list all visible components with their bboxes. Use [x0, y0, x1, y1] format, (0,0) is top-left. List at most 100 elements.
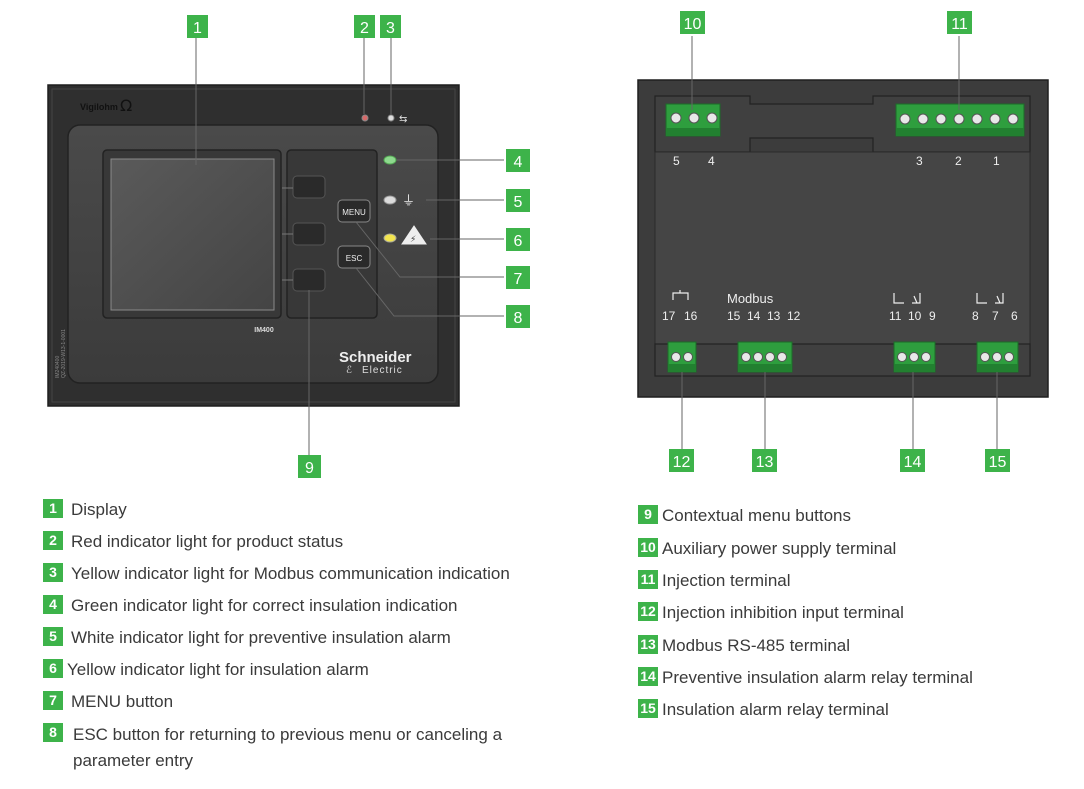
callout-11: 11	[951, 16, 968, 33]
serial-label-2: QZ-2019-W13-1-0001	[61, 329, 67, 378]
legend-text-15: Insulation alarm relay terminal	[662, 700, 889, 719]
terminal-label-3: 3	[916, 154, 923, 168]
terminal-label-5: 5	[673, 154, 680, 168]
legend-badge-15: 15	[638, 699, 658, 718]
modbus-led	[387, 114, 395, 122]
model-label: IM400	[254, 327, 274, 334]
legend-text-8: ESC button for returning to previous men…	[73, 725, 503, 770]
alarm-relay-terminal	[976, 341, 1019, 373]
callout-6: 6	[514, 233, 523, 250]
callout-2: 2	[360, 20, 369, 37]
leader-lines	[195, 36, 998, 455]
legend-item-11: 11 Injection terminal	[638, 569, 791, 593]
terminal-label-9: 9	[929, 309, 936, 323]
terminal-label-7: 7	[992, 309, 999, 323]
injection-terminal	[895, 103, 1025, 137]
white-preventive-led	[383, 195, 397, 205]
terminal-label-8: 8	[972, 309, 979, 323]
legend-item-6: 6 Yellow indicator light for insulation …	[43, 658, 369, 682]
callout-12: 12	[673, 454, 691, 471]
callout-10: 10	[684, 16, 702, 33]
preventive-relay-terminal	[893, 341, 936, 373]
callout-4: 4	[514, 154, 523, 171]
legend-badge-8: 8	[43, 723, 63, 742]
terminal-label-12: 12	[787, 309, 801, 323]
legend-badge-2: 2	[43, 531, 63, 550]
legend-item-3: 3 Yellow indicator light for Modbus comm…	[43, 562, 510, 586]
front-panel: Vigilohm Ω ⇆ MENU ESC ⏚ ⚡ IM400 Schneide…	[47, 84, 460, 407]
context-button-1[interactable]	[292, 175, 326, 199]
legend-text-2: Red indicator light for product status	[71, 532, 344, 551]
legend-text-10: Auxiliary power supply terminal	[662, 539, 897, 558]
legend-badge-11: 11	[638, 570, 658, 589]
legend-badge-9: 9	[638, 505, 658, 524]
terminal-label-4: 4	[708, 154, 715, 168]
inhibit-contact-symbol	[672, 290, 689, 300]
manufacturer-name: Schneider	[339, 349, 412, 366]
legend-text-7: MENU button	[71, 692, 174, 711]
esc-button[interactable]	[337, 245, 371, 269]
legend-item-4: 4 Green indicator light for correct insu…	[43, 594, 457, 618]
legend-text-14: Preventive insulation alarm relay termin…	[662, 668, 973, 687]
terminal-label-16: 16	[684, 309, 698, 323]
svg-text:⚡: ⚡	[410, 235, 416, 245]
legend-text-13: Modbus RS-485 terminal	[662, 636, 851, 655]
context-button-3[interactable]	[292, 268, 326, 292]
callout-5: 5	[514, 194, 523, 211]
red-status-led	[361, 114, 369, 122]
legend-item-12: 12 Injection inhibition input terminal	[638, 601, 904, 625]
legend-badge-6: 6	[43, 659, 63, 678]
terminal-label-1: 1	[993, 154, 1000, 168]
relay-contact-symbol-a	[893, 293, 921, 304]
ohm-symbol: Ω	[120, 96, 132, 115]
legend-item-9: 9 Contextual menu buttons	[638, 504, 851, 528]
esc-button-label: ESC	[346, 254, 363, 263]
warning-triangle-icon	[401, 225, 427, 245]
legend-text-11: Injection terminal	[662, 571, 791, 590]
terminal-label-11: 11	[889, 309, 902, 323]
aux-power-terminal	[665, 103, 721, 137]
legend-badge-3: 3	[43, 563, 63, 582]
legend-item-14: 14 Preventive insulation alarm relay ter…	[638, 666, 973, 690]
modbus-terminal	[737, 341, 793, 373]
legend-item-2: 2 Red indicator light for product status	[43, 530, 343, 554]
callout-8: 8	[514, 310, 523, 327]
terminal-label-10: 10	[908, 309, 922, 323]
modbus-comm-icon: ⇆	[399, 114, 407, 125]
legend-item-15: 15 Insulation alarm relay terminal	[638, 698, 889, 722]
legend-badge-1: 1	[43, 499, 63, 518]
yellow-alarm-led	[383, 233, 397, 243]
callout-3: 3	[386, 20, 395, 37]
terminal-label-17: 17	[662, 309, 676, 323]
callout-9: 9	[305, 460, 314, 477]
menu-button-label: MENU	[342, 208, 366, 217]
legend-text-9: Contextual menu buttons	[662, 506, 852, 525]
legend-badge-12: 12	[638, 602, 658, 621]
legend-badge-13: 13	[638, 635, 658, 654]
serial-label-1: IM240400	[55, 356, 61, 378]
legend-text-4: Green indicator light for correct insula…	[71, 596, 458, 615]
callout-15: 15	[989, 454, 1007, 471]
legend-item-7: 7 MENU button	[43, 690, 173, 714]
context-button-2[interactable]	[292, 222, 326, 246]
terminal-label-13: 13	[767, 309, 781, 323]
earth-lightning-icon: ⏚	[402, 194, 415, 209]
relay-contact-symbol-b	[976, 293, 1004, 304]
legend-text-3: Yellow indicator light for Modbus commun…	[71, 564, 510, 583]
legend-text-6: Yellow indicator light for insulation al…	[67, 660, 369, 679]
inhibition-input-terminal	[667, 341, 697, 373]
menu-button[interactable]	[337, 199, 371, 223]
legend-item-5: 5 White indicator light for preventive i…	[43, 626, 451, 650]
legend-item-8: 8 ESC button for returning to previous m…	[43, 722, 543, 774]
terminal-label-6: 6	[1011, 309, 1018, 323]
manufacturer-sub: Electric	[362, 365, 403, 376]
rear-panel: 5 4 3 2 1 Modbus 17 16 15 14 13 12 11 10…	[637, 79, 1049, 398]
green-insulation-led	[383, 155, 397, 165]
legend-text-1: Display	[71, 500, 127, 519]
legend-badge-7: 7	[43, 691, 63, 710]
legend-item-10: 10 Auxiliary power supply terminal	[638, 537, 896, 561]
schneider-logo-icon: ℰ	[346, 365, 352, 376]
terminal-label-14: 14	[747, 309, 761, 323]
terminal-label-15: 15	[727, 309, 741, 323]
